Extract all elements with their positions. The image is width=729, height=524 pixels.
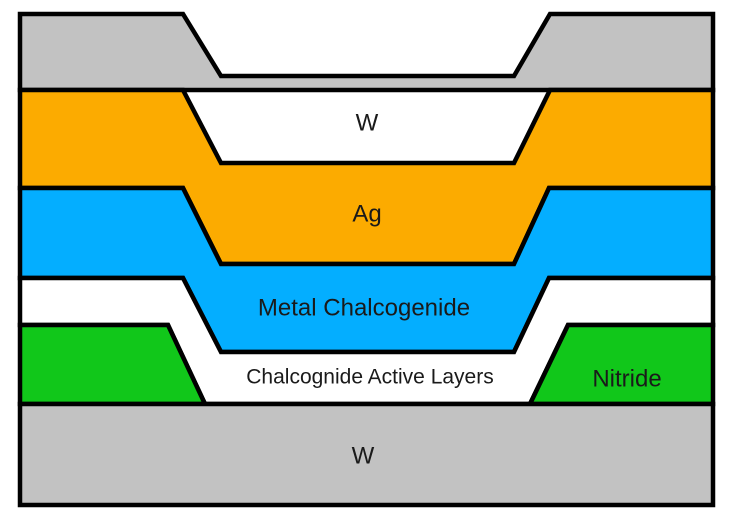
bottom-w-layer — [17, 401, 716, 508]
active-layers-label: Chalcognide Active Layers — [246, 366, 493, 389]
top-w-label: W — [356, 109, 379, 136]
ag-label: Ag — [352, 200, 381, 227]
bottom-w-label: W — [352, 442, 375, 469]
metal-chalcogenide-label: Metal Chalcogenide — [258, 294, 470, 321]
top-w-layer — [17, 11, 716, 93]
nitride-label: Nitride — [592, 365, 661, 392]
